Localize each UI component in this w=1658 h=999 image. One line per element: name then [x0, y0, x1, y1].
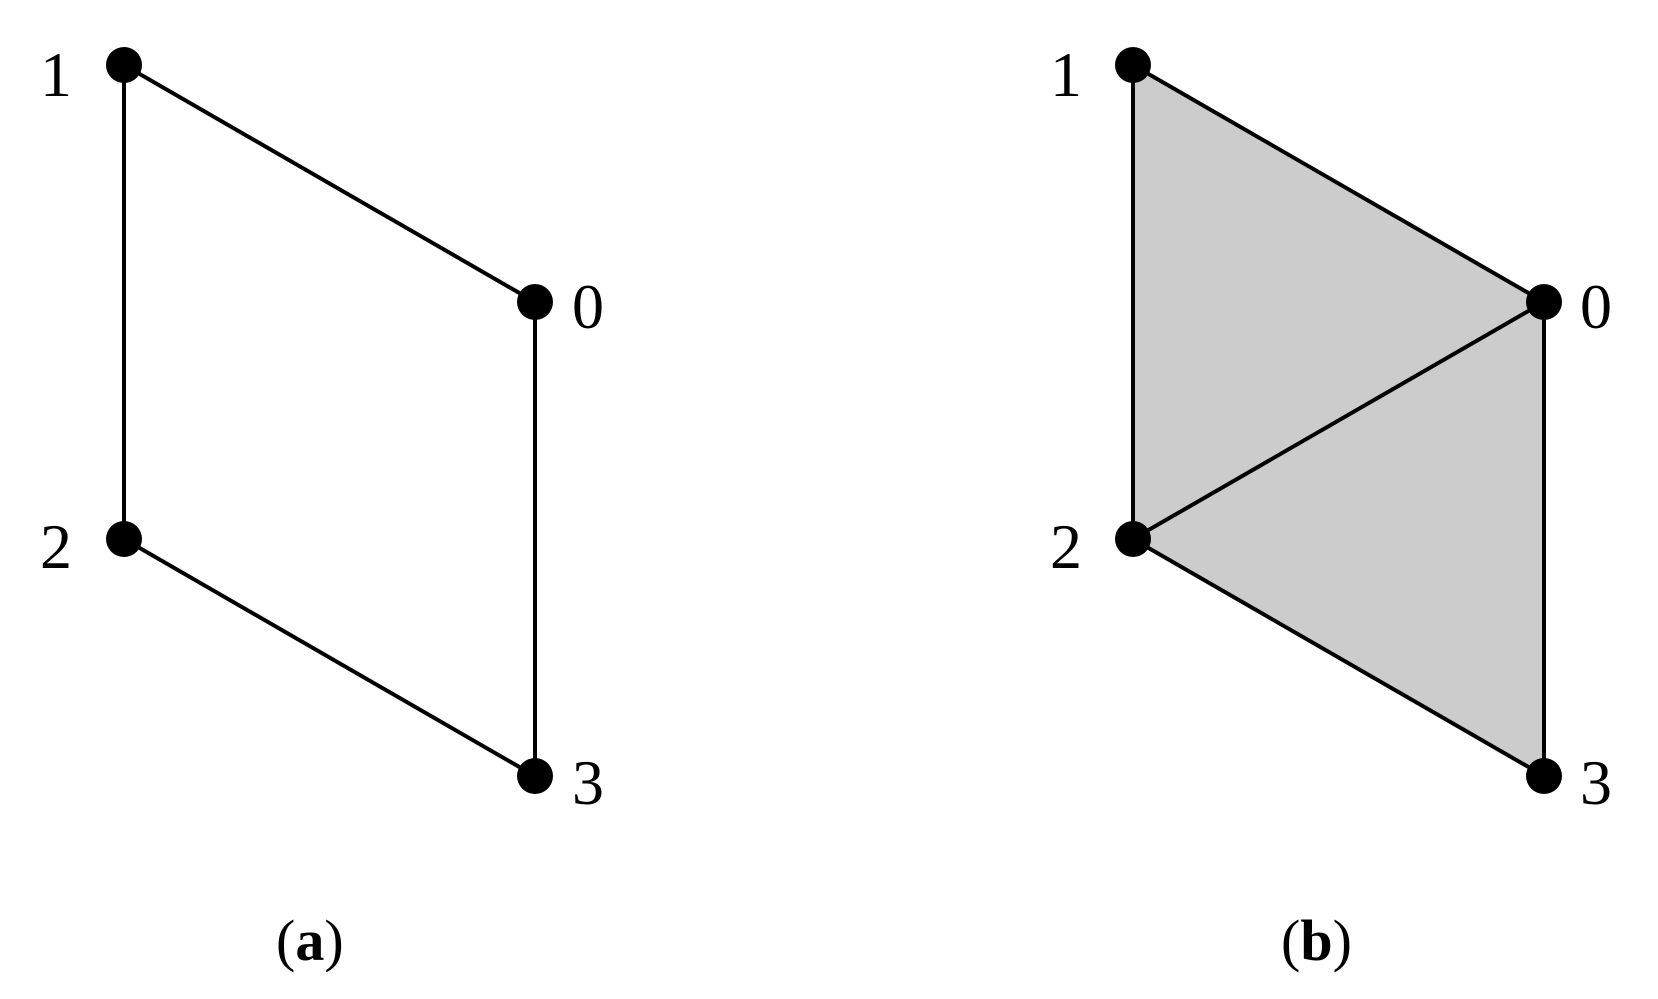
- panel-b-edge-2-3: [1132, 537, 1545, 778]
- panel-b-edge-1-0: [1132, 63, 1545, 304]
- panel-b-caption-close: ): [1333, 908, 1352, 973]
- panel-a-caption-letter: a: [295, 908, 324, 973]
- panel-a-vertex-1: [106, 47, 142, 83]
- panel-b-edge-2-0: [1132, 300, 1545, 541]
- panel-b-label-1: 1: [1050, 39, 1082, 110]
- panel-a-label-2: 2: [40, 511, 72, 582]
- panel-b-face-1-0-2: [1133, 65, 1544, 539]
- panel-a-edge-2-3: [123, 537, 536, 778]
- panel-b-label-2: 2: [1050, 511, 1082, 582]
- panel-a-vertex-0: [517, 284, 553, 320]
- panel-a-label-3: 3: [572, 747, 604, 818]
- panel-b-label-0: 0: [1580, 271, 1612, 342]
- panel-a-vertex-2: [106, 521, 142, 557]
- panel-a-edge-1-0: [123, 63, 536, 304]
- panel-a-label-0: 0: [572, 271, 604, 342]
- panel-a-label-1: 1: [40, 39, 72, 110]
- panel-b-caption-open: (: [1281, 908, 1300, 973]
- panel-b-vertex-3: [1526, 758, 1562, 794]
- panel-b-vertex-2: [1115, 521, 1151, 557]
- panel-b-vertex-1: [1115, 47, 1151, 83]
- panel-b-caption: (b): [1281, 908, 1352, 973]
- panel-b-face-2-0-3: [1133, 302, 1544, 776]
- panel-a-caption: (a): [276, 908, 344, 973]
- panel-b-vertex-0: [1526, 284, 1562, 320]
- panel-b-caption-letter: b: [1300, 908, 1332, 973]
- panel-a-caption-open: (: [276, 908, 295, 973]
- panel-b-label-3: 3: [1580, 747, 1612, 818]
- panel-a-caption-close: ): [324, 908, 343, 973]
- panel-a-vertex-3: [517, 758, 553, 794]
- panel-a: 1 0 2 3 (a): [40, 39, 604, 973]
- panel-b: 1 0 2 3 (b): [1050, 39, 1612, 973]
- panel-b-faces: [1133, 65, 1544, 776]
